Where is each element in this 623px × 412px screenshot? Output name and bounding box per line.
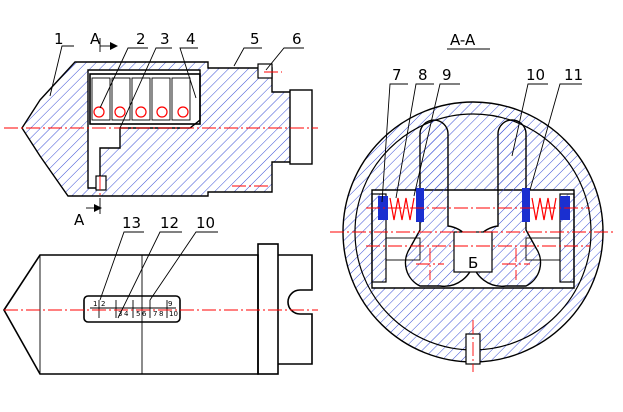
slot-letter: Б	[468, 254, 478, 272]
scale-marks: 1 2 3 4 5 6 7 8 9 10	[93, 300, 178, 318]
scale-mark-7: 7	[153, 310, 157, 318]
callout-12: 12	[160, 214, 179, 232]
scale-mark-6: 6	[142, 310, 147, 318]
screw	[257, 63, 273, 79]
callout-11: 11	[564, 66, 583, 84]
longitudinal-section-view	[4, 61, 318, 197]
callout-6: 6	[292, 30, 302, 48]
scale-mark-9: 9	[168, 300, 172, 308]
marker-a-bottom: A	[74, 211, 85, 229]
scale-mark-5: 5	[136, 310, 140, 318]
callout-8: 8	[418, 66, 428, 84]
marker-a-top: A	[90, 30, 101, 48]
scale-mark-1: 1	[93, 300, 97, 308]
spring-right	[531, 197, 557, 221]
spring-left	[389, 197, 415, 221]
top-view: 1 2 3 4 5 6 7 8 9 10	[3, 243, 318, 375]
callouts-bottom: 13 12 10	[99, 214, 218, 319]
section-title: A-A	[450, 31, 476, 49]
section-marker-bottom: A	[74, 198, 102, 229]
callout-9: 9	[442, 66, 452, 84]
scale-ticks	[98, 300, 168, 318]
callouts-top: 1 2 3 4 5 6	[49, 30, 304, 129]
section-marker-top: A	[90, 30, 118, 52]
code-discs	[91, 77, 191, 121]
body-outline	[3, 254, 259, 375]
scale-window	[83, 295, 181, 323]
callout-3: 3	[160, 30, 170, 48]
pin	[95, 175, 107, 191]
shaft-stub	[289, 89, 313, 165]
scale-mark-8: 8	[159, 310, 163, 318]
callout-2: 2	[136, 30, 146, 48]
disc-housing	[89, 73, 201, 125]
callout-10-section: 10	[526, 66, 545, 84]
callout-5: 5	[250, 30, 260, 48]
callout-1: 1	[54, 30, 64, 48]
callouts-section: 7 8 9 10 11	[381, 66, 583, 203]
section-a-a-view: A-A Б	[330, 31, 616, 372]
flange	[257, 243, 279, 375]
callout-4: 4	[186, 30, 196, 48]
scale-mark-10: 10	[169, 310, 178, 318]
callout-7: 7	[392, 66, 402, 84]
callout-13: 13	[122, 214, 141, 232]
scale-mark-2: 2	[101, 300, 105, 308]
callout-10-bottom: 10	[196, 214, 215, 232]
scale-mark-4: 4	[124, 310, 129, 318]
